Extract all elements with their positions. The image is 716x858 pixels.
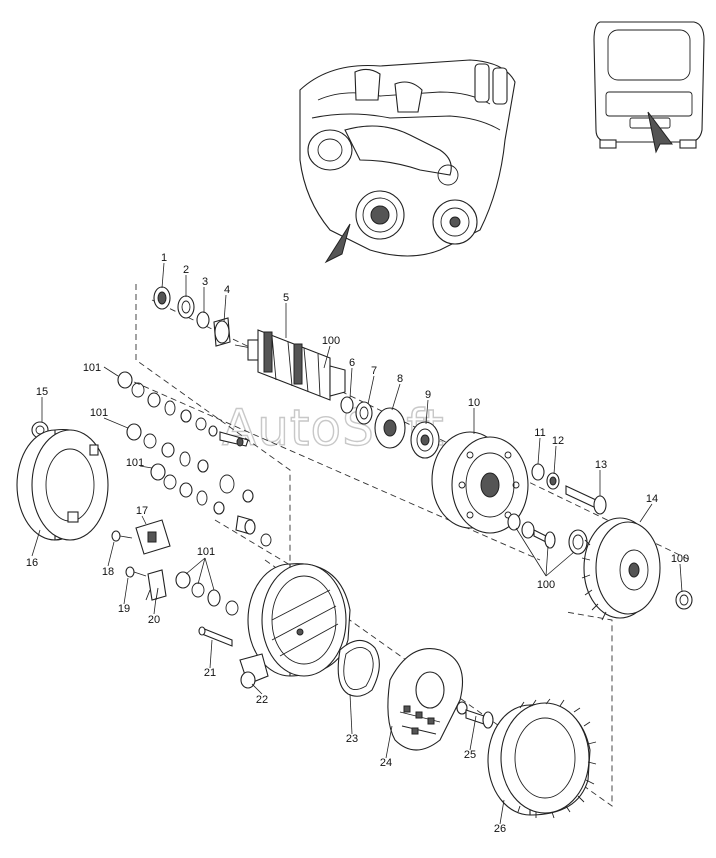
callout-19: 19 xyxy=(118,603,130,615)
part-16-rear-cover xyxy=(16,428,109,541)
part-100-nut-right xyxy=(675,590,693,610)
callout-7: 7 xyxy=(371,365,377,377)
callout-25: 25 xyxy=(464,749,476,761)
callout-10: 10 xyxy=(468,397,480,409)
callout-100-right: 100 xyxy=(671,553,689,565)
part-21-stud xyxy=(198,626,233,647)
part-7-ring xyxy=(355,401,373,425)
callout-21: 21 xyxy=(204,667,216,679)
watermark-text: AutoSoft xyxy=(222,399,445,457)
part-10-front-housing xyxy=(431,431,529,534)
assembly-line-rear xyxy=(135,284,291,570)
part-101-row-3 xyxy=(150,463,272,547)
callout-101-row1: 101 xyxy=(83,362,101,374)
callout-100-rotor: 100 xyxy=(322,335,340,347)
callout-15: 15 xyxy=(36,386,48,398)
callout-22: 22 xyxy=(256,694,268,706)
part-3-ring xyxy=(196,311,210,329)
engine-illustration xyxy=(299,59,516,264)
callout-20: 20 xyxy=(148,614,160,626)
callout-101-row4: 101 xyxy=(197,546,215,558)
part-11-washer xyxy=(531,463,545,481)
callout-101-row2: 101 xyxy=(90,407,108,419)
callout-9: 9 xyxy=(425,389,431,401)
part-100-front-bolts xyxy=(507,513,588,555)
callout-17: 17 xyxy=(136,505,148,517)
part-26-stator xyxy=(487,698,597,819)
callout-24: 24 xyxy=(380,757,392,769)
callout-12: 12 xyxy=(552,435,564,447)
part-19-screw xyxy=(125,566,147,578)
part-25-bolt xyxy=(456,701,494,729)
callout-labels: 1 2 3 4 5 100 6 7 8 9 10 11 12 13 14 100… xyxy=(26,252,689,835)
part-17-brush-holder xyxy=(135,519,171,555)
part-1-seal xyxy=(153,286,171,310)
part-101-row-2 xyxy=(126,423,254,503)
part-6-washer xyxy=(340,396,354,414)
part-101-row-4 xyxy=(175,571,239,616)
part-24-rectifier xyxy=(387,648,464,751)
part-4-spacer xyxy=(213,317,231,347)
callout-4: 4 xyxy=(224,284,230,296)
callout-101-row3: 101 xyxy=(126,457,144,469)
callout-5: 5 xyxy=(283,292,289,304)
part-20-regulator xyxy=(145,569,167,601)
callout-3: 3 xyxy=(202,276,208,288)
part-101-row-1 xyxy=(117,371,249,447)
callout-16: 16 xyxy=(26,557,38,569)
callout-11: 11 xyxy=(534,427,545,439)
callout-23: 23 xyxy=(346,733,358,745)
part-14-fan-pulley xyxy=(581,517,661,621)
callout-2: 2 xyxy=(183,264,189,276)
callout-8: 8 xyxy=(397,373,403,385)
leader-lines xyxy=(31,262,683,825)
assembly-line-housing xyxy=(124,377,541,561)
part-2-washer xyxy=(177,295,195,319)
callout-13: 13 xyxy=(595,459,607,471)
callout-100-front: 100 xyxy=(537,579,555,591)
part-22-rear-housing xyxy=(239,563,351,689)
part-18-screw xyxy=(111,530,133,542)
callout-14: 14 xyxy=(646,493,658,505)
callout-18: 18 xyxy=(102,566,114,578)
part-8-retainer xyxy=(374,407,406,449)
part-12-nut xyxy=(546,472,560,490)
callout-1: 1 xyxy=(161,252,167,264)
part-23-gasket xyxy=(337,639,380,697)
callout-26: 26 xyxy=(494,823,506,835)
assembly-line-regulator xyxy=(214,519,291,566)
part-9-bearing xyxy=(410,421,440,459)
part-5-rotor xyxy=(234,329,346,401)
vehicle-rear-view xyxy=(593,21,705,154)
callout-6: 6 xyxy=(349,357,355,369)
